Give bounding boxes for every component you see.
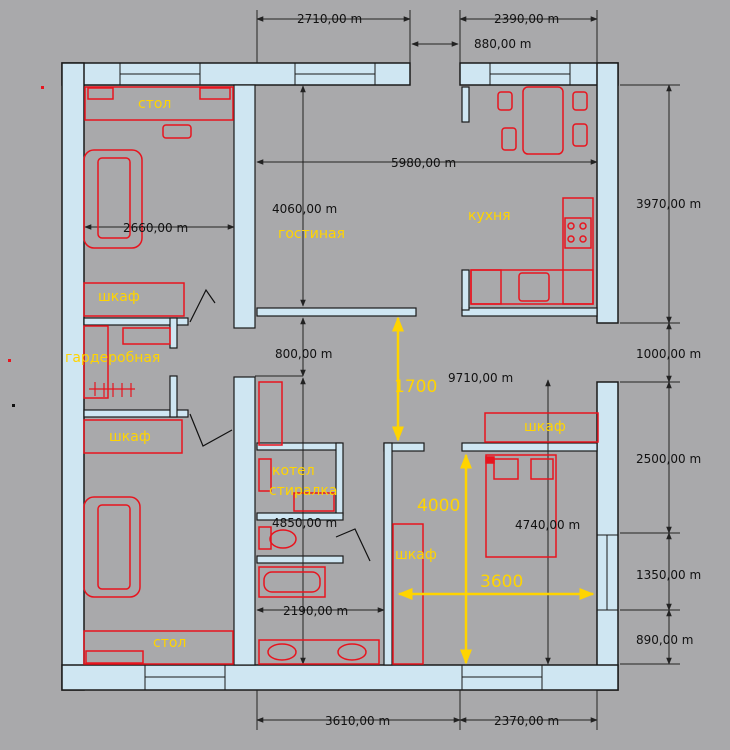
- annotation-3600: 3600: [480, 572, 523, 592]
- wardrobe-bedroom: [484, 412, 599, 443]
- desk-top: [84, 86, 234, 121]
- dim-bath-width: 2190,00 m: [283, 604, 348, 618]
- wall-living-bottom: [256, 307, 417, 317]
- wall-hall-vertical: [383, 442, 393, 666]
- bed-2: [83, 496, 141, 598]
- dimension-labels: 2710,00 m 2390,00 m 880,00 m 5980,00 m 4…: [123, 12, 701, 728]
- bed-1: [83, 149, 143, 249]
- dim-top-right: 2390,00 m: [494, 12, 559, 26]
- dim-door-gap: 880,00 m: [474, 37, 532, 51]
- wall-bedroom2: [233, 376, 256, 666]
- dim-right-mid: 1000,00 m: [636, 347, 701, 361]
- annotation-1700: 1700: [394, 377, 437, 397]
- stove-counter: [562, 197, 594, 305]
- label-desk-top: стол: [138, 96, 171, 112]
- dim-bedroom2-height: 4740,00 m: [515, 518, 580, 532]
- wall-left: [61, 62, 85, 691]
- dim-overall-height: 9710,00 m: [448, 371, 513, 385]
- label-kitchen: кухня: [468, 208, 511, 224]
- label-washer: стиралка: [269, 483, 337, 499]
- dim-bottom-left: 3610,00 m: [325, 714, 390, 728]
- dim-right-b3: 890,00 m: [636, 633, 694, 647]
- windows: [119, 62, 619, 691]
- dim-top-left: 2710,00 m: [297, 12, 362, 26]
- outer-walls: [61, 62, 619, 691]
- furniture: [83, 86, 599, 665]
- wall-closet-top: [83, 317, 189, 326]
- label-living: гостиная: [278, 226, 345, 242]
- desk-bottom: [83, 630, 234, 665]
- wall-right-top: [596, 62, 619, 324]
- label-wardrobe-corr: шкаф: [395, 547, 437, 563]
- dim-living-width: 5980,00 m: [391, 156, 456, 170]
- wall-kitchen-bottom: [461, 307, 598, 317]
- wall-bedroom1: [233, 84, 256, 329]
- label-boiler: котел: [272, 463, 315, 479]
- wall-closet-bottom: [83, 409, 189, 418]
- label-wardrobe-bed: шкаф: [524, 419, 566, 435]
- hanger-marks: [89, 382, 135, 397]
- kitchen-counter: [470, 269, 594, 305]
- toilet: [269, 529, 297, 549]
- label-wardrobe-top: шкаф: [98, 289, 140, 305]
- dim-bedroom1-width: 2660,00 m: [123, 221, 188, 235]
- inner-walls: [83, 84, 598, 666]
- label-desk-bottom: стол: [153, 635, 186, 651]
- small-dots: [8, 86, 44, 362]
- dim-bath-height: 4850,00 m: [272, 516, 337, 530]
- door-swings: [189, 288, 371, 562]
- dim-right-b1: 2500,00 m: [636, 452, 701, 466]
- closet-shelf: [83, 325, 109, 399]
- dimension-lines: [84, 10, 680, 730]
- dim-living-height: 4060,00 m: [272, 202, 337, 216]
- label-wardrobe-mid: шкаф: [109, 429, 151, 445]
- annotation-arrows: [392, 316, 595, 665]
- annotations: 1700 4000 3600: [394, 377, 523, 592]
- stray-dot: [12, 404, 15, 407]
- dining-table: [522, 86, 564, 155]
- double-bed: [485, 454, 557, 558]
- wardrobe-1: [83, 282, 185, 317]
- label-closet: гардеробная: [65, 350, 160, 366]
- bathtub: [258, 566, 326, 598]
- bath-shelf: [258, 381, 283, 446]
- dim-bottom-right: 2370,00 m: [494, 714, 559, 728]
- sink-counter: [258, 639, 380, 665]
- dim-right-b2: 1350,00 m: [636, 568, 701, 582]
- wall-bedroom2-top: [461, 442, 598, 452]
- washer: [293, 492, 335, 512]
- wardrobe-2: [83, 419, 183, 454]
- room-labels: стол гостиная кухня шкаф гардеробная шка…: [65, 96, 566, 651]
- dim-right-top: 3970,00 m: [636, 197, 701, 211]
- dim-corridor: 800,00 m: [275, 347, 333, 361]
- annotation-4000: 4000: [417, 496, 460, 516]
